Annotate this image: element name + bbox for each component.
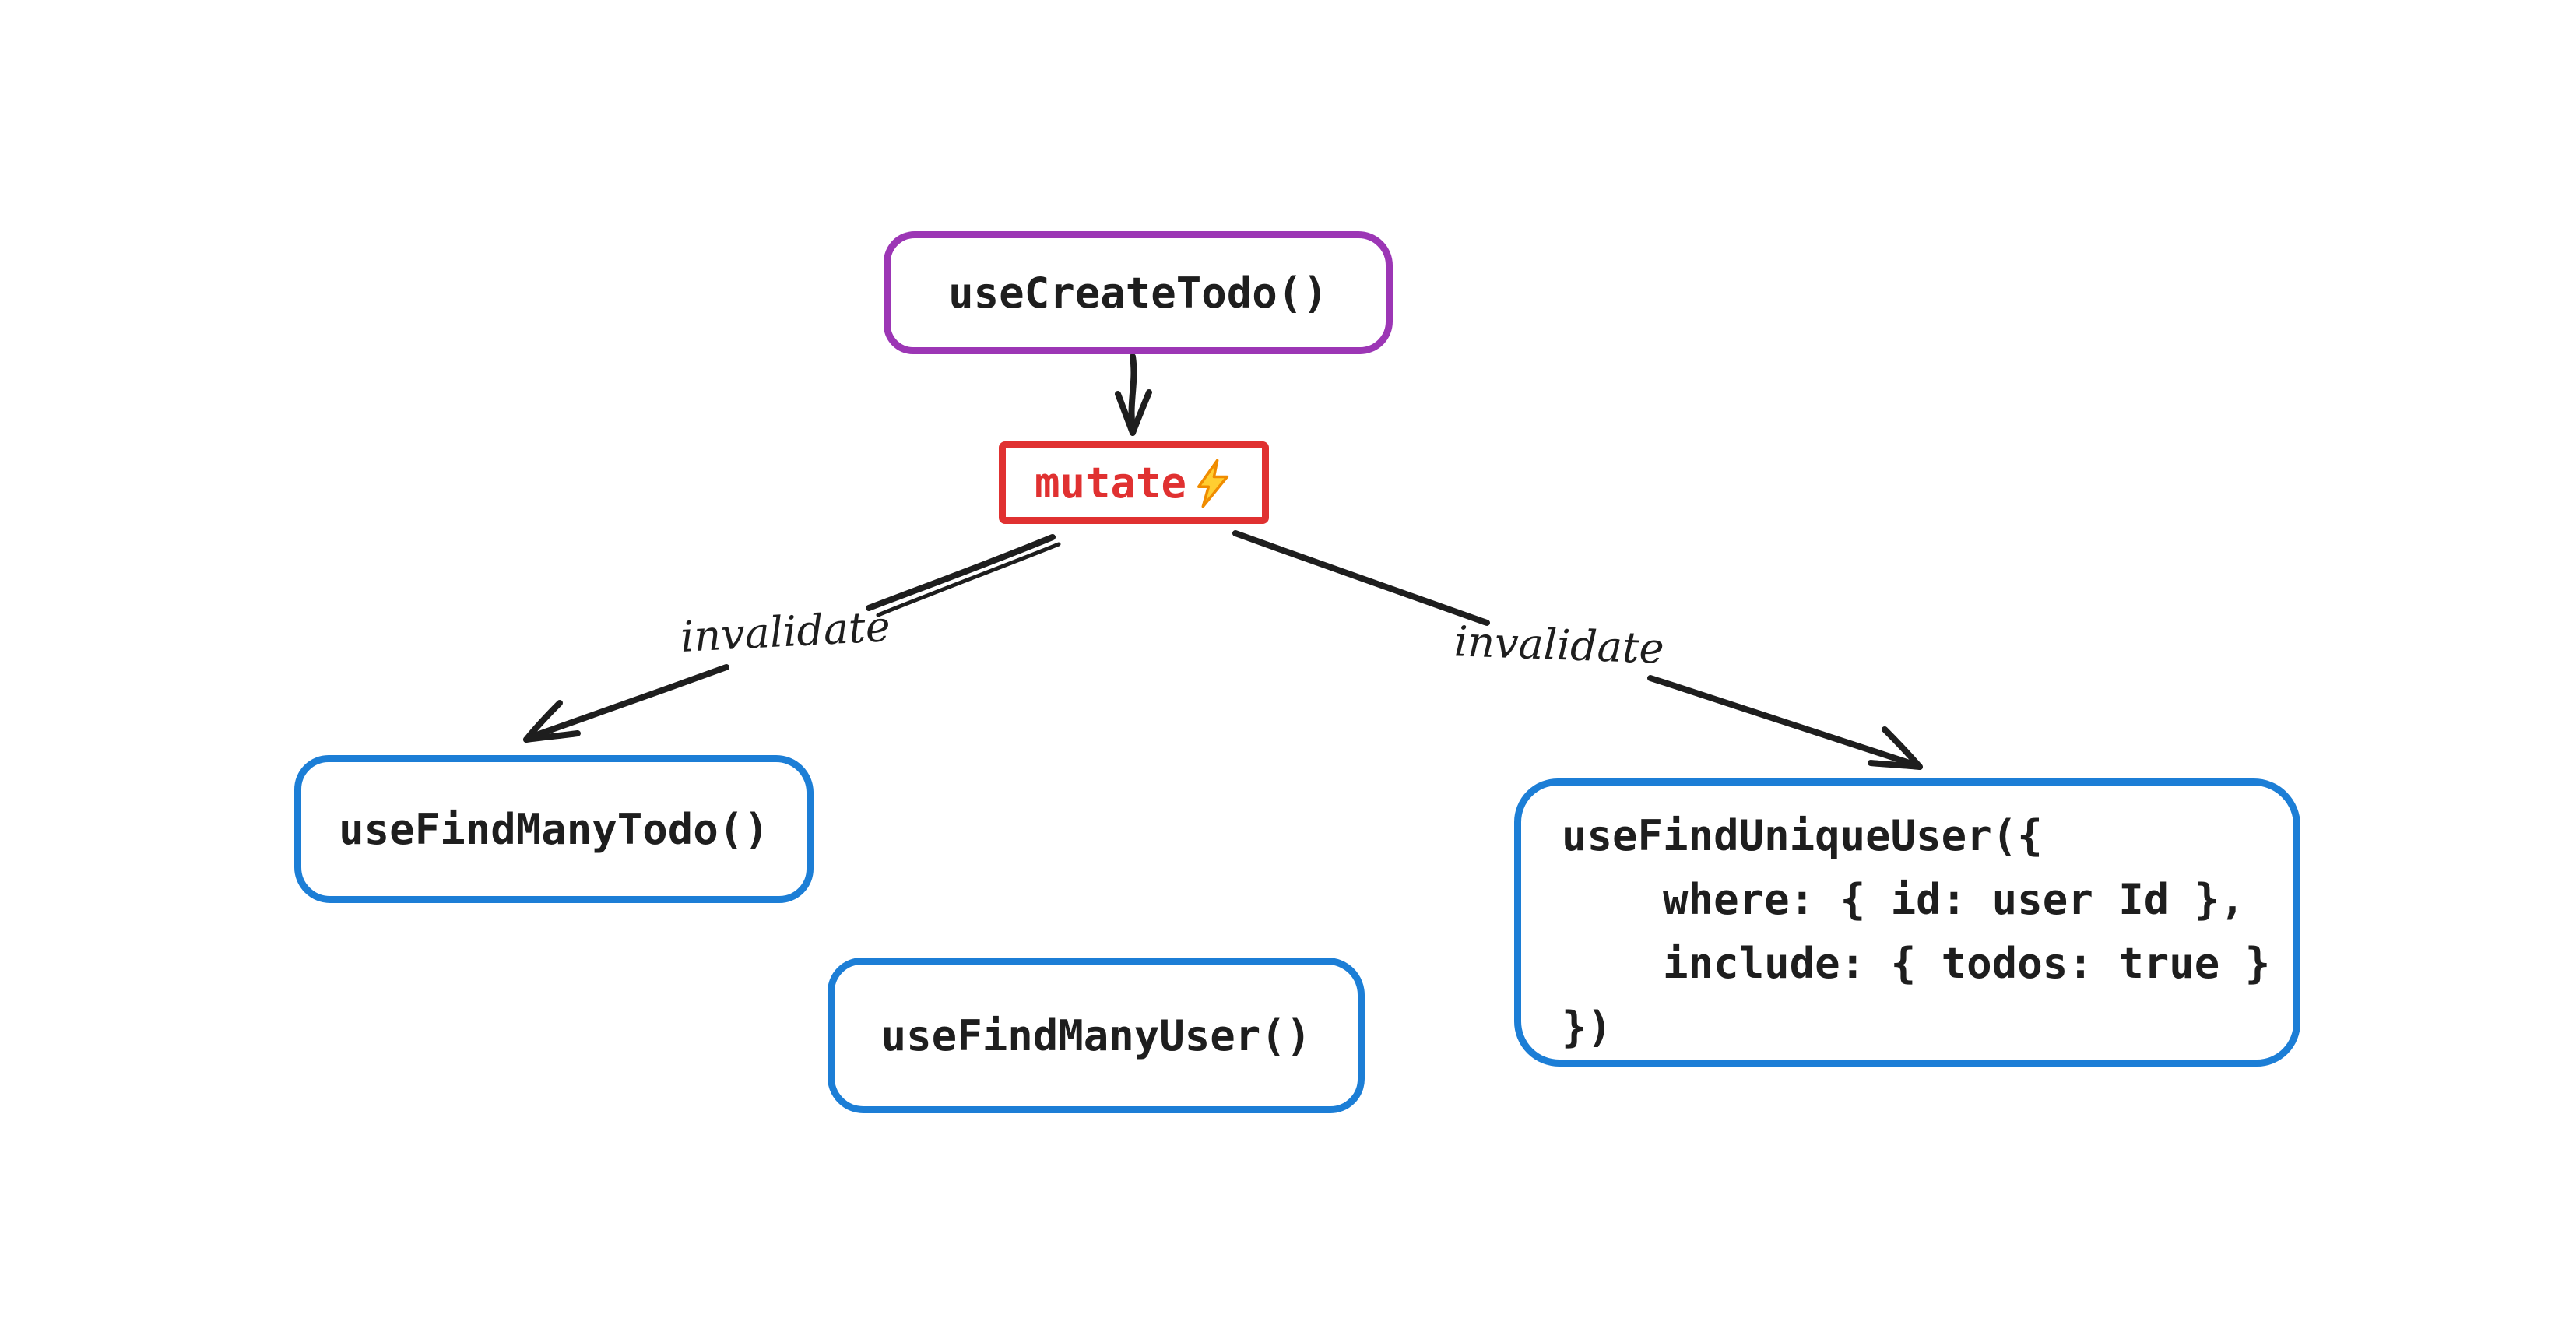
node-use-find-unique-user: useFindUniqueUser({ where: { id: user Id… [1514, 778, 2300, 1067]
edge-label-invalidate-left: invalidate [679, 601, 892, 662]
arrow-shaft [1232, 530, 1490, 626]
arrow-shaft [866, 534, 1056, 611]
arrowhead-wing [523, 730, 581, 743]
code-line: where: { id: user Id }, [1562, 875, 2245, 924]
code-line: }) [1562, 1003, 1613, 1052]
arrow-create-to-mutate [1115, 353, 1152, 436]
code-line: include: { todos: true } [1562, 939, 2271, 988]
arrow-shaft [1128, 353, 1137, 433]
arrowhead-wing [1130, 389, 1152, 436]
lightning-bolt-icon [1197, 459, 1229, 508]
arrow-shaft-overdraw [876, 542, 1061, 617]
node-label: useCreateTodo() [948, 268, 1328, 318]
node-use-find-many-todo: useFindManyTodo() [294, 755, 814, 903]
node-label: mutate [1034, 458, 1187, 508]
arrowhead-wing [1868, 760, 1923, 770]
node-use-create-todo: useCreateTodo() [884, 231, 1393, 354]
node-label: useFindManyTodo() [339, 804, 769, 854]
arrowhead-wing [1882, 726, 1923, 770]
node-use-find-many-user: useFindManyUser() [828, 958, 1365, 1113]
edge-label-invalidate-right: invalidate [1453, 617, 1665, 673]
arrow-shaft [1647, 675, 1920, 768]
arrowhead-wing [523, 700, 563, 743]
arrow-shaft [525, 664, 729, 741]
code-line: useFindUniqueUser({ [1562, 811, 2043, 860]
node-mutate: mutate [999, 441, 1269, 524]
node-label: useFindManyUser() [880, 1010, 1312, 1060]
arrowhead-wing [1115, 391, 1136, 436]
